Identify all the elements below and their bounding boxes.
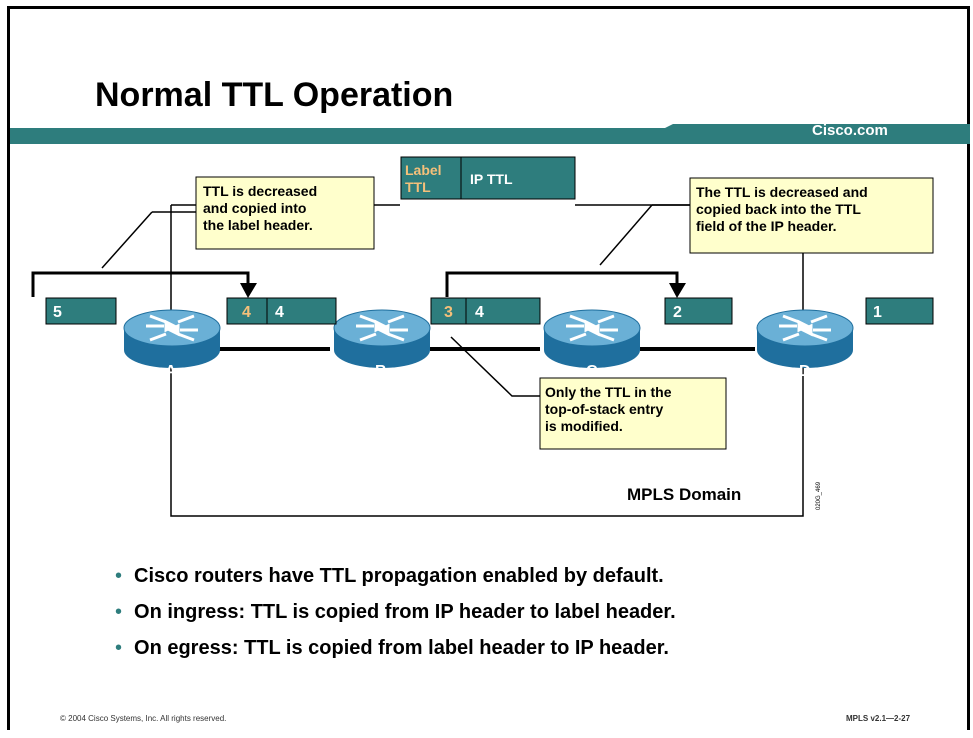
- figure-id: 020G_469: [816, 481, 822, 510]
- packet-4-ip-ttl: 4: [275, 304, 284, 321]
- callout-egress-line1: The TTL is decreased and: [696, 184, 868, 200]
- bullet-text: On egress: TTL is copied from label head…: [134, 637, 669, 659]
- bullet-item: • Cisco routers have TTL propagation enab…: [115, 565, 676, 588]
- bullet-text: On ingress: TTL is copied from IP header…: [134, 601, 676, 623]
- mpls-domain-label: MPLS Domain: [627, 485, 741, 504]
- callout-tos-line3: is modified.: [545, 418, 623, 434]
- legend-label-line1: Label: [405, 162, 442, 178]
- router-c: [542, 308, 642, 370]
- callout-ingress-line3: the label header.: [203, 217, 313, 233]
- footer-copyright: © 2004 Cisco Systems, Inc. All rights re…: [60, 714, 227, 723]
- packet-4-4: 4 4: [226, 297, 337, 325]
- callout-egress-line3: field of the IP header.: [696, 218, 837, 234]
- callout-tos-line2: top-of-stack entry: [545, 401, 663, 417]
- arrow-egress: [669, 283, 686, 298]
- router-c-label: C: [586, 363, 598, 380]
- callout-egress-line2: copied back into the TTL: [696, 201, 861, 217]
- bullet-item: • On ingress: TTL is copied from IP heade…: [115, 601, 676, 624]
- router-d-label: D: [799, 363, 811, 380]
- callout-egress: The TTL is decreased and copied back int…: [599, 177, 934, 266]
- bracket-ingress: [31, 271, 250, 297]
- callout-ingress-line1: TTL is decreased: [203, 183, 317, 199]
- callout-top-of-stack: Only the TTL in the top-of-stack entry i…: [450, 336, 727, 450]
- header-legend: Label TTL IP TTL: [400, 156, 576, 200]
- router-b-label: B: [375, 363, 387, 380]
- packet-1: 1: [865, 297, 934, 325]
- router-d: [755, 308, 855, 370]
- packet-1-ip-ttl: 1: [873, 304, 882, 321]
- router-a: [122, 308, 222, 370]
- packet-4-label-ttl: 4: [242, 304, 251, 321]
- bullet-list: • Cisco routers have TTL propagation enab…: [115, 565, 676, 673]
- callout-tos-line1: Only the TTL in the: [545, 384, 672, 400]
- packet-3-ip-ttl: 4: [475, 304, 484, 321]
- slide-title: Normal TTL Operation: [95, 76, 454, 114]
- legend-label-line2: TTL: [405, 179, 431, 195]
- footer-course: MPLS v2.1—2-27: [846, 714, 911, 723]
- slide-frame: [7, 6, 970, 730]
- bullet-dot-icon: •: [115, 565, 123, 587]
- legend-ip-ttl: IP TTL: [470, 171, 513, 187]
- packet-2: 2: [664, 297, 733, 325]
- bracket-egress: [445, 271, 679, 297]
- router-b: [332, 308, 432, 370]
- bullet-dot-icon: •: [115, 601, 123, 623]
- packet-2-ip-ttl: 2: [673, 304, 682, 321]
- brand-label: Cisco.com: [812, 122, 888, 139]
- callout-ingress-line2: and copied into: [203, 200, 306, 216]
- brand-bar: [10, 124, 970, 144]
- bullet-item: • On egress: TTL is copied from label hea…: [115, 637, 676, 660]
- router-a-label: A: [165, 363, 177, 380]
- packet-3-4: 3 4: [430, 297, 541, 325]
- callout-ingress: TTL is decreased and copied into the lab…: [101, 176, 375, 269]
- packet-5: 5: [45, 297, 117, 325]
- bullet-text: Cisco routers have TTL propagation enabl…: [134, 565, 664, 587]
- arrow-ingress: [240, 283, 257, 298]
- packet-5-ip-ttl: 5: [53, 304, 62, 321]
- bullet-dot-icon: •: [115, 637, 123, 659]
- packet-3-label-ttl: 3: [444, 304, 453, 321]
